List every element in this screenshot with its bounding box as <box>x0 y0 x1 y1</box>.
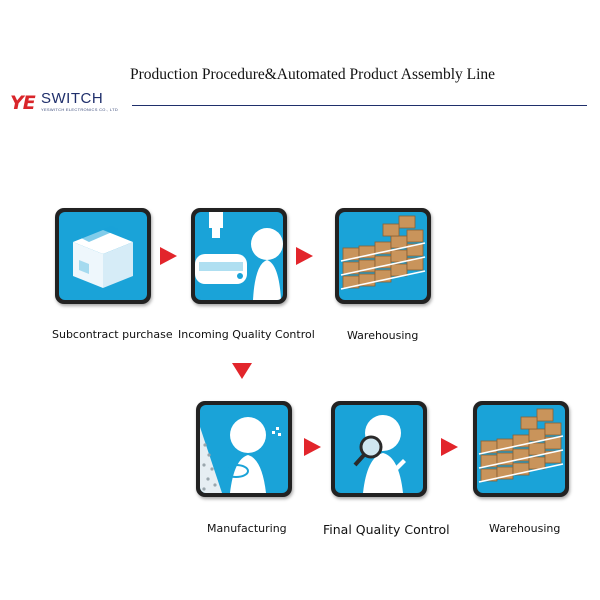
magnifier-icon <box>335 405 423 493</box>
step-label-warehousing-1: Warehousing <box>347 329 419 342</box>
step-tile-warehousing-2 <box>473 401 569 497</box>
title-divider <box>132 105 587 106</box>
step-tile-manufacturing <box>196 401 292 497</box>
logo-mark: YE <box>10 92 36 114</box>
step-tile-warehousing-1 <box>335 208 431 304</box>
step-tile-final-quality-control <box>331 401 427 497</box>
manufacturing-icon <box>200 405 288 493</box>
logo-name: SWITCH <box>41 90 104 107</box>
step-label-subcontract-purchase: Subcontract purchase <box>52 328 173 341</box>
flow-arrow-1 <box>160 247 177 265</box>
warehouse-icon <box>339 212 427 300</box>
step-label-incoming-quality-control: Incoming Quality Control <box>178 328 315 341</box>
flow-arrow-2 <box>296 247 313 265</box>
page-title: Production Procedure&Automated Product A… <box>130 66 496 83</box>
step-label-manufacturing: Manufacturing <box>207 522 287 535</box>
inspection-icon <box>195 212 283 300</box>
company-logo: YE SWITCH YESWITCH ELECTRONICS CO., LTD <box>10 90 120 118</box>
box-icon <box>59 212 147 300</box>
logo-subtitle: YESWITCH ELECTRONICS CO., LTD <box>41 107 119 112</box>
flow-arrow-down <box>232 363 252 379</box>
flow-arrow-3 <box>304 438 321 456</box>
flow-arrow-4 <box>441 438 458 456</box>
step-tile-incoming-quality-control <box>191 208 287 304</box>
step-tile-subcontract-purchase <box>55 208 151 304</box>
step-label-final-quality-control: Final Quality Control <box>323 522 450 537</box>
step-label-warehousing-2: Warehousing <box>489 522 561 535</box>
warehouse-icon <box>477 405 565 493</box>
